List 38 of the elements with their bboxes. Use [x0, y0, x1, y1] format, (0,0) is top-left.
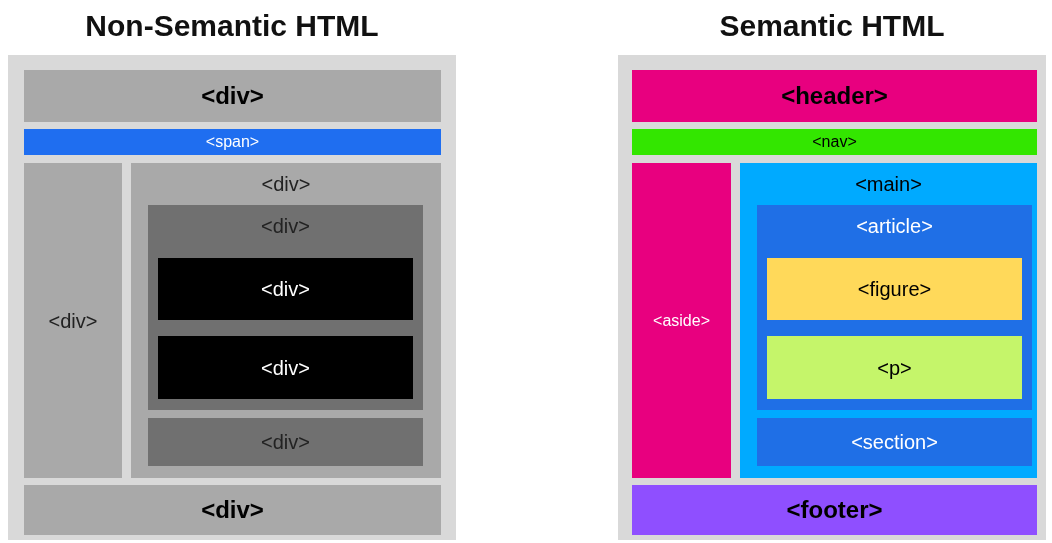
tag-label: <header>: [781, 82, 888, 110]
layout-box: [131, 163, 441, 478]
tag-label: <nav>: [812, 133, 857, 151]
layout-box: [632, 70, 1037, 122]
tag-label: <article>: [856, 215, 933, 237]
tag-label: <aside>: [653, 311, 710, 330]
tag-label: <section>: [851, 431, 938, 453]
tag-label: <span>: [205, 133, 260, 151]
layout-box: [24, 163, 122, 478]
layout-box: [24, 70, 441, 122]
panel-title: Semantic HTML: [718, 9, 946, 43]
tag-label: <div>: [261, 356, 310, 379]
layout-box: [24, 129, 441, 155]
layout-box: [148, 418, 423, 466]
tag-label: <figure>: [857, 278, 932, 300]
layout-box: [767, 336, 1022, 399]
tag-label: <footer>: [786, 496, 883, 524]
tag-label: <p>: [877, 356, 912, 379]
tag-label: <div>: [261, 173, 311, 195]
layout-box: [632, 129, 1037, 155]
tag-label: <div>: [261, 215, 310, 237]
tag-label: <div>: [261, 431, 310, 453]
layout-box: [757, 418, 1032, 466]
tag-label: <div>: [261, 278, 310, 300]
tag-label: <div>: [48, 309, 98, 332]
layout-box: [632, 485, 1037, 535]
layout-box: [158, 336, 413, 399]
tag-label: <main>: [855, 173, 922, 195]
layout-box: [24, 485, 441, 535]
layout-box: [740, 163, 1037, 478]
layout-box: [148, 205, 423, 410]
layout-box: [158, 258, 413, 320]
tag-label: <div>: [201, 82, 264, 110]
layout-box: [767, 258, 1022, 320]
layout-box: [757, 205, 1032, 410]
tag-label: <div>: [201, 496, 264, 524]
panel-title: Non-Semantic HTML: [84, 9, 380, 43]
layout-box: [632, 163, 731, 478]
